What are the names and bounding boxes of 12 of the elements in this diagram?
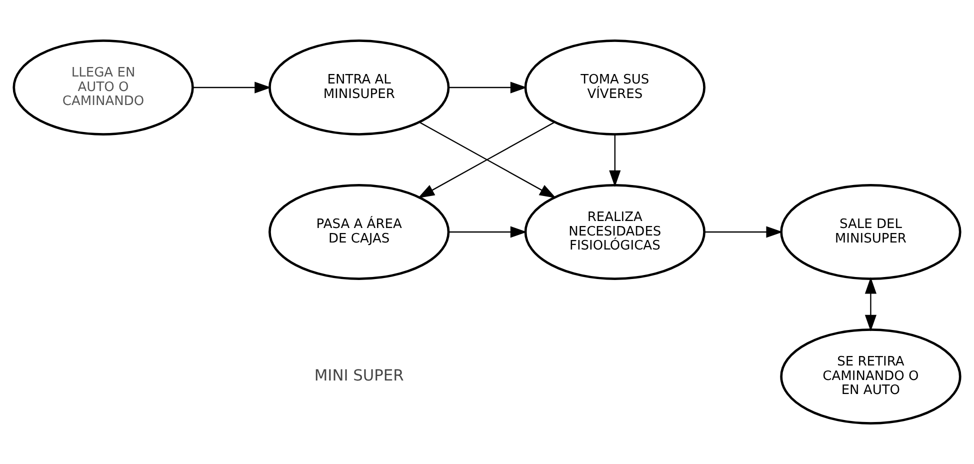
node-ellipse: ENTRA AL MINISUPER (268, 40, 450, 136)
arrow (448, 226, 527, 238)
arrow (192, 82, 272, 94)
node-ellipse: SE RETIRA CAMINANDO O EN AUTO (780, 328, 962, 424)
node-ellipse: TOMA SUS VÍVERES (524, 40, 706, 136)
arrow (448, 82, 527, 94)
arrow (609, 134, 621, 187)
label: MINI SUPER (314, 366, 404, 385)
arrow (704, 226, 783, 238)
node-ellipse: LLEGA EN AUTO O CAMINANDO (12, 40, 194, 136)
arrow (864, 277, 877, 332)
node-ellipse: SALE DEL MINISUPER (780, 184, 962, 280)
